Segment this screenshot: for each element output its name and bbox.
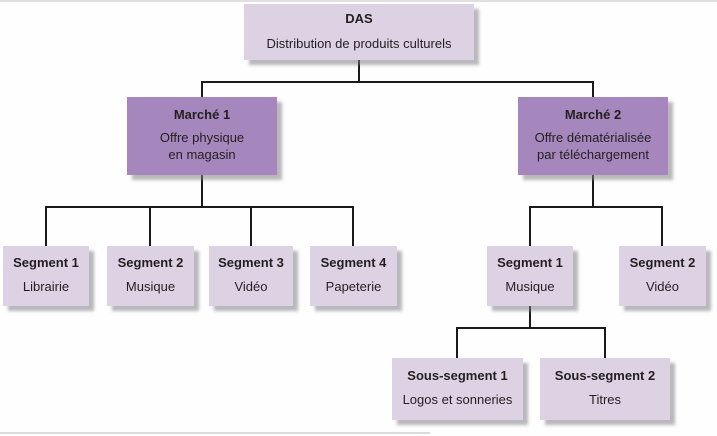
node-subtitle: Titres (588, 392, 622, 408)
connector-segment-to-subsegments (456, 304, 606, 359)
connector-root-to-markets (201, 58, 594, 98)
node-m2-segment-1: Segment 1 Musique (487, 246, 573, 306)
node-title: Segment 4 (320, 255, 387, 271)
node-sous-segment-1: Sous-segment 1 Logos et sonneries (392, 358, 523, 420)
node-subtitle: Offre physique en magasin (159, 129, 245, 163)
node-marche-1: Marché 1 Offre physique en magasin (127, 97, 277, 175)
node-subtitle: Distribution de produits culturels (266, 35, 452, 51)
node-marche-2: Marché 2 Offre dématérialisée par téléch… (518, 97, 668, 175)
node-m1-segment-4: Segment 4 Papeterie (310, 246, 397, 306)
node-title: Segment 3 (218, 255, 284, 271)
node-subtitle: Offre dématérialisée par téléchargement (534, 129, 652, 163)
node-title: Marché 1 (173, 107, 231, 123)
node-title: DAS (345, 10, 373, 26)
node-subtitle: Vidéo (645, 279, 679, 295)
node-m1-segment-1: Segment 1 Librairie (3, 246, 89, 306)
node-subtitle: Vidéo (234, 279, 268, 295)
node-title: Sous-segment 1 (407, 368, 508, 384)
node-m1-segment-3: Segment 3 Vidéo (209, 246, 293, 306)
node-m1-segment-2: Segment 2 Musique (107, 246, 194, 306)
node-subtitle: Musique (125, 279, 176, 295)
node-das: DAS Distribution de produits culturels (244, 4, 474, 60)
scan-artifact-top-line (0, 0, 717, 2)
node-subtitle: Musique (505, 279, 555, 295)
node-title: Segment 1 (13, 255, 79, 271)
node-sous-segment-2: Sous-segment 2 Titres (540, 358, 670, 420)
node-title: Sous-segment 2 (554, 368, 656, 384)
node-subtitle: Librairie (22, 279, 70, 295)
node-title: Segment 2 (629, 255, 696, 271)
node-title: Segment 1 (497, 255, 563, 271)
node-m2-segment-2: Segment 2 Vidéo (619, 246, 706, 306)
node-subtitle: Logos et sonneries (402, 392, 513, 408)
scan-artifact-bottom-line (0, 432, 430, 434)
node-title: Marché 2 (564, 107, 622, 123)
connector-marche2-to-segments (529, 173, 663, 247)
connector-marche1-to-segments (45, 173, 354, 247)
node-title: Segment 2 (117, 255, 184, 271)
node-subtitle: Papeterie (325, 279, 382, 295)
